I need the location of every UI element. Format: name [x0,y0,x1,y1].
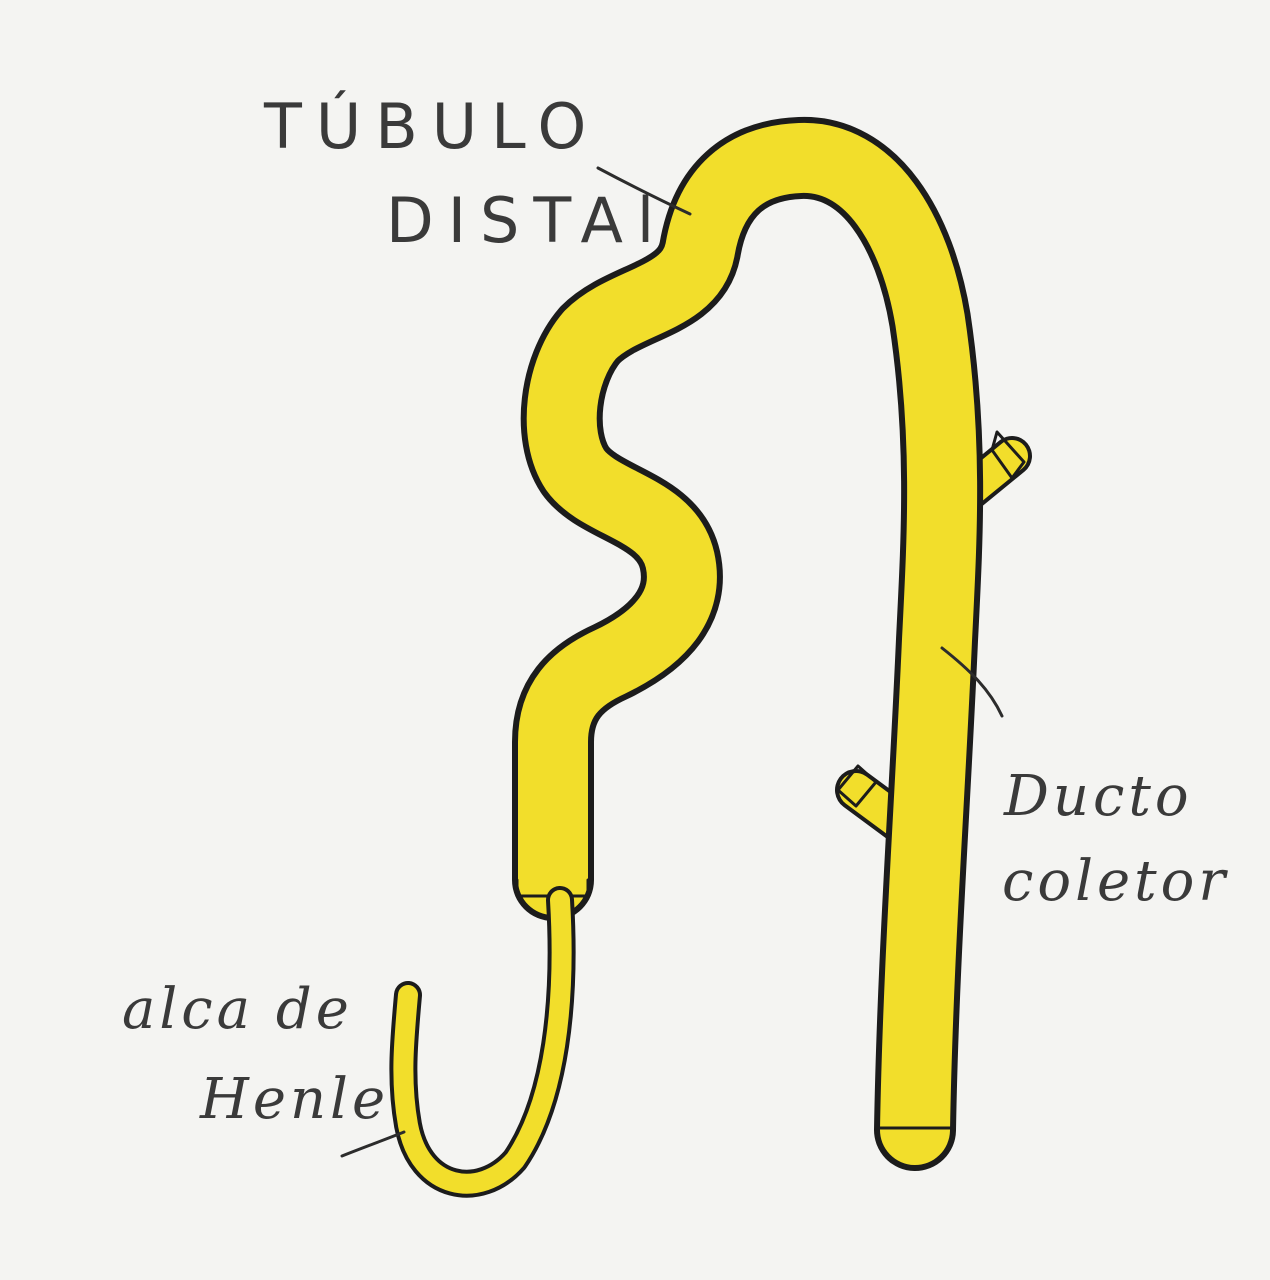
loop-of-henle-label-line2: Henle [199,1067,389,1132]
distal-tubule-and-collecting-duct [517,158,950,1130]
loop-of-henle-label-line1: alca de [122,977,353,1042]
distal-tubule-label-line2: DISTAl [386,184,668,257]
loop-of-henle [403,900,561,1184]
loop-of-henle-leader-line [342,1132,404,1156]
collecting-duct-label-line2: coletor [1002,849,1229,914]
distal-tubule-label-line1: TÚBULO [263,90,600,163]
collecting-duct-label-line1: Ducto [1003,764,1193,829]
